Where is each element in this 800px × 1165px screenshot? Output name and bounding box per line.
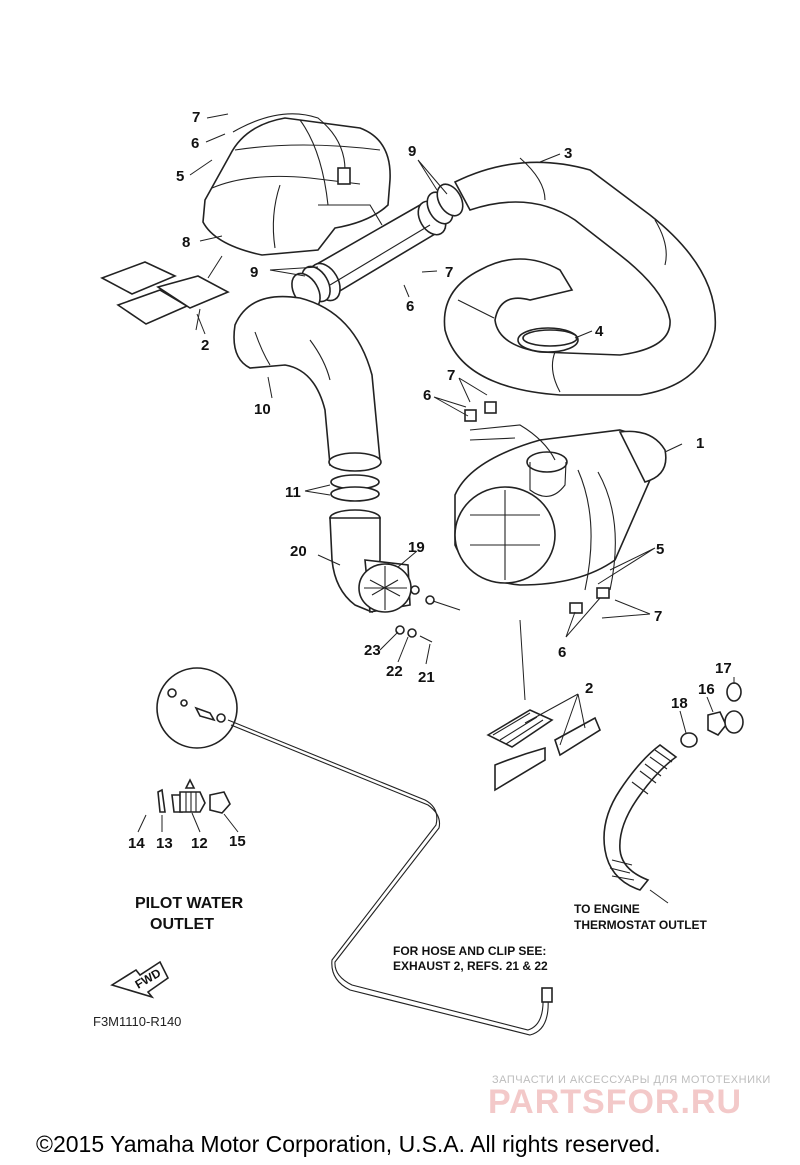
watermark-brand: PARTSFOR.RU <box>488 1083 742 1121</box>
callout-6: 6 <box>558 644 566 661</box>
elbow-20 <box>329 509 412 614</box>
muffler-straps <box>464 401 556 461</box>
callout-19: 19 <box>408 539 425 556</box>
hose-note-line1: FOR HOSE AND CLIP SEE: <box>393 944 546 958</box>
hose-note-line2: EXHAUST 2, REFS. 21 & 22 <box>393 959 548 973</box>
callout-11: 11 <box>285 484 301 501</box>
fwd-arrow-icon <box>110 960 170 999</box>
callout-7: 7 <box>654 608 662 625</box>
engine-note-line2: THERMOSTAT OUTLET <box>574 918 708 932</box>
clamp-4 <box>522 329 578 347</box>
leader-lines <box>137 113 735 904</box>
thermostat-hose <box>603 743 678 891</box>
callout-7: 7 <box>447 367 455 384</box>
callout-9: 9 <box>408 143 416 160</box>
water-lock-box <box>202 113 391 256</box>
callout-7: 7 <box>192 109 200 126</box>
pads-left <box>100 261 230 325</box>
callout-4: 4 <box>595 323 604 340</box>
exhaust-hose-3 <box>443 157 717 396</box>
callout-13: 13 <box>156 835 173 852</box>
callout-18: 18 <box>671 695 688 712</box>
pilot-fittings <box>157 778 231 814</box>
clamps-11 <box>330 474 380 502</box>
callout-21: 21 <box>418 669 435 686</box>
callout-14: 14 <box>128 835 145 852</box>
callout-1: 1 <box>696 435 704 452</box>
callout-2: 2 <box>585 680 593 697</box>
detail-circle <box>156 667 238 749</box>
pads-right <box>486 709 601 792</box>
callout-6: 6 <box>406 298 414 315</box>
diagram-code: F3M1110-R140 <box>93 1014 181 1029</box>
fittings-16-18 <box>680 682 744 748</box>
callout-12: 12 <box>191 835 208 852</box>
callout-labels: 7 6 5 8 2 9 9 7 6 3 4 10 11 7 6 1 5 7 6 … <box>128 109 732 852</box>
pilot-water-note-line1: PILOT WATER <box>135 895 244 912</box>
callout-16: 16 <box>698 681 715 698</box>
callout-22: 22 <box>386 663 403 680</box>
notes: PILOT WATER OUTLET TO ENGINE THERMOSTAT … <box>93 895 708 1029</box>
watermark: ЗАПЧАСТИ И АКСЕССУАРЫ ДЛЯ МОТОТЕХНИКИ PA… <box>488 1074 771 1121</box>
engine-note-line1: TO ENGINE <box>574 902 640 916</box>
callout-5: 5 <box>656 541 664 558</box>
callout-23: 23 <box>364 642 381 659</box>
hose-10 <box>233 295 382 472</box>
callout-8: 8 <box>182 234 190 251</box>
callout-17: 17 <box>715 660 732 677</box>
callout-6: 6 <box>191 135 199 152</box>
callout-15: 15 <box>229 833 246 850</box>
copyright: ©2015 Yamaha Motor Corporation, U.S.A. A… <box>36 1131 661 1157</box>
callout-5: 5 <box>176 168 184 185</box>
callout-20: 20 <box>290 543 307 560</box>
callout-2: 2 <box>201 337 209 354</box>
callout-9: 9 <box>250 264 258 281</box>
callout-10: 10 <box>254 401 271 418</box>
callout-7: 7 <box>445 264 453 281</box>
pilot-water-note-line2: OUTLET <box>150 916 214 933</box>
callout-6: 6 <box>423 387 431 404</box>
callout-3: 3 <box>564 145 572 162</box>
watermark-tagline: ЗАПЧАСТИ И АКСЕССУАРЫ ДЛЯ МОТОТЕХНИКИ <box>492 1074 771 1086</box>
muffler-1 <box>454 429 667 614</box>
pilot-water-tube <box>227 719 553 1036</box>
